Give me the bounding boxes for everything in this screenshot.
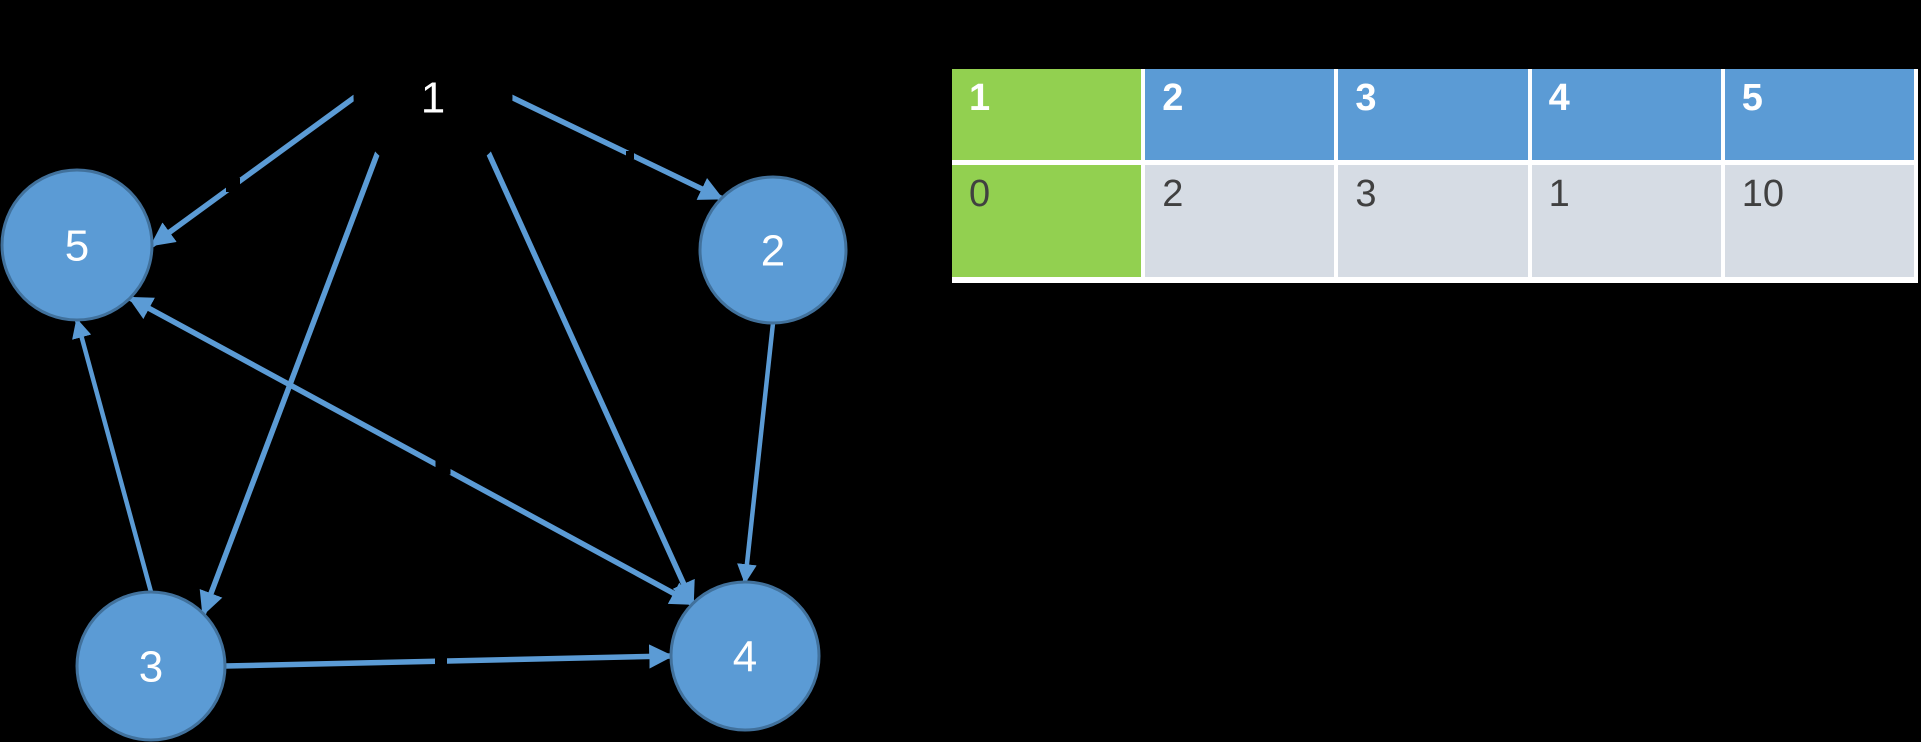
graph-node-label-3: 3	[139, 642, 163, 691]
table-header-cell-3: 3	[1338, 69, 1532, 160]
graph-edge-3-5	[72, 318, 154, 593]
table-header-cell-2: 2	[1145, 69, 1339, 160]
graph-edge-1-4	[485, 151, 696, 606]
graph-edge-2-4	[737, 322, 776, 584]
graph-edge-3-4	[224, 644, 674, 669]
graph-node-label-5: 5	[65, 221, 89, 270]
distance-table: 1 2 3 4 5 0 2 3 1 10	[952, 69, 1918, 283]
graph-node-label-1: 1	[421, 73, 445, 122]
edge-weight-label-occlusion	[226, 178, 240, 192]
graph-node-2	[698, 175, 848, 325]
graph-node-5	[0, 168, 154, 322]
table-value-cell-3: 3	[1338, 160, 1532, 283]
graph-node-label-4: 4	[733, 632, 757, 681]
graph-node-label-2: 2	[761, 226, 785, 275]
graph-diagram: 1 2 3 4 5	[0, 17, 848, 742]
graph-node-4	[669, 580, 821, 732]
edge-weight-label-occlusion	[435, 654, 447, 666]
edge-weight-label-occlusion	[435, 459, 451, 475]
graph-edge-4-5	[127, 295, 695, 607]
graph-edge-1-5	[150, 94, 357, 248]
graph-node-1	[353, 17, 513, 177]
table-value-cell-5: 10	[1724, 160, 1918, 283]
table-value-cell-2: 2	[1145, 160, 1339, 283]
table-value-cell-1: 0	[952, 160, 1146, 283]
table-header-cell-4: 4	[1531, 69, 1725, 160]
distance-table-value-row: 0 2 3 1 10	[952, 160, 1918, 283]
distance-table-header-row: 1 2 3 4 5	[952, 69, 1918, 160]
table-header-cell-5: 5	[1724, 69, 1918, 160]
table-header-cell-1: 1	[952, 69, 1146, 160]
table-value-cell-4: 1	[1531, 160, 1725, 283]
graph-node-3	[75, 590, 227, 742]
graph-edge-1-2	[509, 94, 724, 201]
edge-weight-label-occlusion	[626, 151, 634, 159]
